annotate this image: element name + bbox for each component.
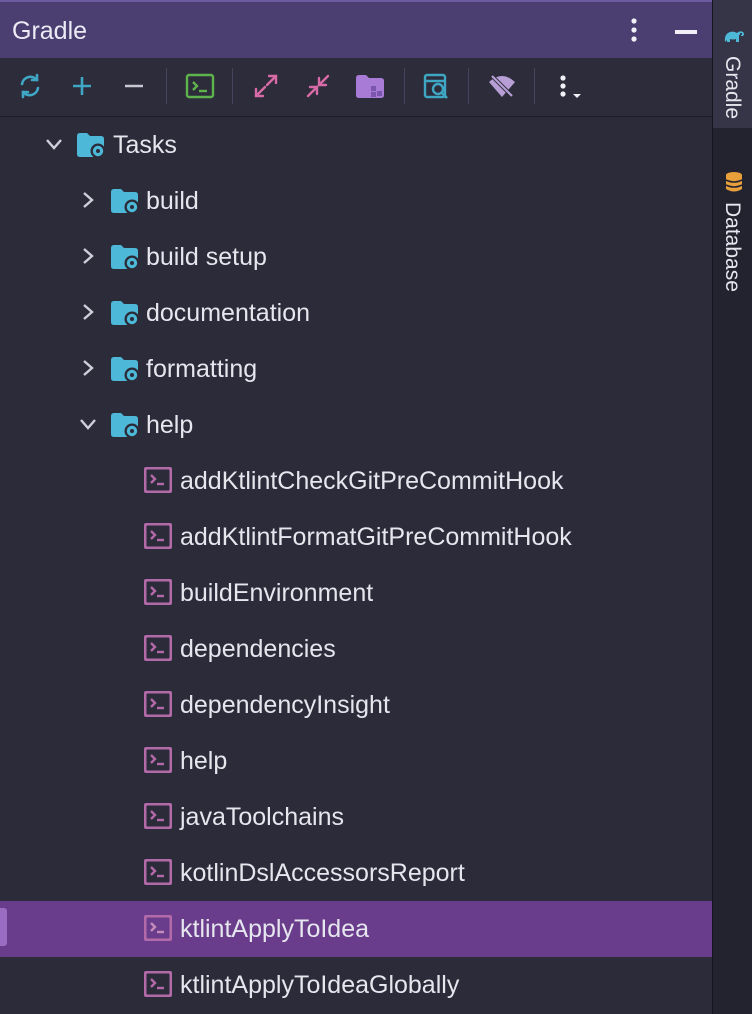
remove-icon[interactable] (116, 68, 152, 104)
database-icon (725, 172, 743, 192)
tree-node-task[interactable]: addKtlintCheckGitPreCommitHook (0, 453, 712, 509)
tree-node-label: documentation (146, 299, 311, 327)
tool-window-header: Gradle (0, 0, 712, 58)
tree-node-label: help (146, 411, 194, 439)
collapse-all-icon[interactable] (300, 68, 336, 104)
more-options-icon[interactable] (550, 68, 586, 104)
gradle-task-tree: Tasks build build setup (0, 117, 712, 1014)
tree-node-label: build (146, 187, 199, 215)
chevron-right-icon[interactable] (77, 301, 99, 323)
add-icon[interactable] (64, 68, 100, 104)
tree-node-label: dependencies (180, 635, 336, 663)
dependencies-icon[interactable] (352, 68, 388, 104)
options-menu-icon[interactable] (624, 16, 644, 44)
terminal-task-icon (144, 915, 172, 941)
offline-mode-icon[interactable] (484, 68, 520, 104)
tab-label: Database (721, 202, 744, 292)
tree-node-group[interactable]: help (0, 397, 712, 453)
tree-node-task[interactable]: addKtlintFormatGitPreCommitHook (0, 509, 712, 565)
folder-gear-icon (111, 301, 140, 327)
tree-node-label: Tasks (113, 131, 177, 159)
terminal-task-icon (144, 691, 172, 717)
tree-node-task[interactable]: kotlinDslAccessorsReport (0, 845, 712, 901)
minimize-icon[interactable] (672, 18, 700, 46)
tree-node-task[interactable]: buildEnvironment (0, 565, 712, 621)
tree-node-group[interactable]: build setup (0, 229, 712, 285)
tree-node-task[interactable]: help (0, 733, 712, 789)
chevron-down-icon[interactable] (43, 133, 65, 155)
folder-gear-icon (111, 189, 140, 215)
tree-node-group[interactable]: documentation (0, 285, 712, 341)
terminal-task-icon (144, 523, 172, 549)
tree-node-group[interactable]: formatting (0, 341, 712, 397)
terminal-task-icon (144, 467, 172, 493)
tree-node-label: addKtlintCheckGitPreCommitHook (180, 467, 564, 495)
tree-node-task-selected[interactable]: ktlintApplyToIdea (0, 901, 712, 957)
tree-node-label: formatting (146, 355, 258, 383)
tree-node-label: help (180, 747, 228, 775)
tree-node-task[interactable]: dependencyInsight (0, 677, 712, 733)
terminal-task-icon (144, 747, 172, 773)
tree-node-label: dependencyInsight (180, 691, 390, 719)
analyze-dependencies-icon[interactable] (418, 68, 454, 104)
selection-indicator (0, 908, 7, 946)
tree-node-task[interactable]: javaToolchains (0, 789, 712, 845)
expand-all-icon[interactable] (248, 68, 284, 104)
folder-gear-icon (77, 133, 106, 159)
tree-node-label: build setup (146, 243, 267, 271)
gradle-toolbar (0, 58, 712, 117)
chevron-right-icon[interactable] (77, 189, 99, 211)
folder-gear-icon (111, 413, 140, 439)
tree-node-label: buildEnvironment (180, 579, 374, 607)
tab-database[interactable]: Database (713, 160, 752, 310)
tab-gradle[interactable]: Gradle (713, 0, 752, 128)
tool-window-title: Gradle (12, 17, 88, 45)
chevron-right-icon[interactable] (77, 357, 99, 379)
gradle-elephant-icon (724, 31, 744, 42)
folder-gear-icon (111, 357, 140, 383)
terminal-task-icon (144, 859, 172, 885)
reload-icon[interactable] (12, 68, 48, 104)
execute-task-icon[interactable] (182, 68, 218, 104)
tree-node-task[interactable]: dependencies (0, 621, 712, 677)
tree-node-tasks[interactable]: Tasks (0, 117, 712, 173)
tree-node-label: addKtlintFormatGitPreCommitHook (180, 523, 572, 551)
terminal-task-icon (144, 579, 172, 605)
tree-node-label: ktlintApplyToIdea (180, 915, 370, 943)
tree-node-label: javaToolchains (180, 803, 344, 831)
terminal-task-icon (144, 971, 172, 997)
tree-node-task[interactable]: ktlintApplyToIdeaGlobally (0, 957, 712, 1013)
chevron-down-icon[interactable] (77, 413, 99, 435)
terminal-task-icon (144, 803, 172, 829)
tree-node-label: ktlintApplyToIdeaGlobally (180, 971, 460, 999)
gradle-tool-window: Gradle (0, 0, 712, 1014)
chevron-right-icon[interactable] (77, 245, 99, 267)
tree-node-label: kotlinDslAccessorsReport (180, 859, 465, 887)
right-tool-strip: Gradle Database (712, 0, 752, 1014)
terminal-task-icon (144, 635, 172, 661)
tree-node-group[interactable]: build (0, 173, 712, 229)
tab-label: Gradle (721, 56, 744, 120)
folder-gear-icon (111, 245, 140, 271)
